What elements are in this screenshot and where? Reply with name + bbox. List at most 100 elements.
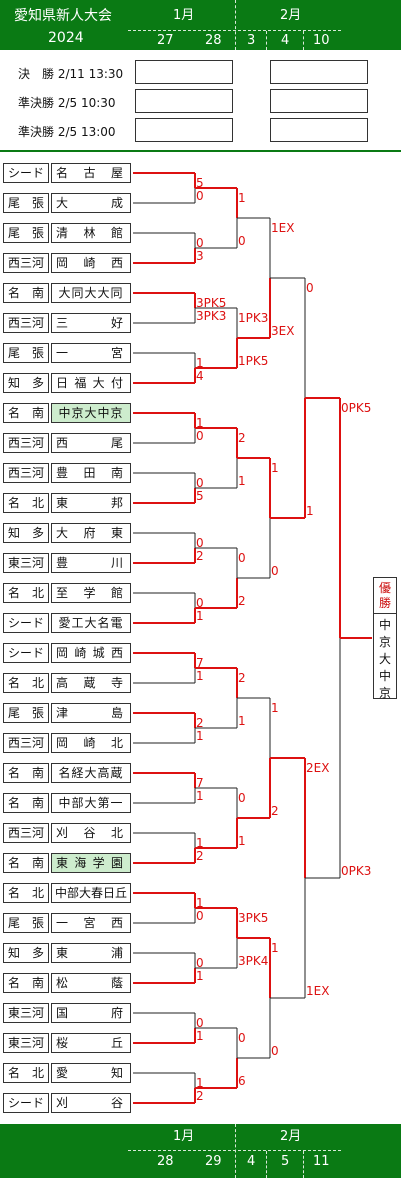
team-prefecture: 西三河 bbox=[3, 733, 49, 753]
score-label: 1 bbox=[196, 789, 204, 803]
team-name: 豊田南 bbox=[51, 463, 131, 483]
score-label: 2 bbox=[196, 549, 204, 563]
footer-bar: 1月 2月 28 29 4 5 11 bbox=[0, 1124, 401, 1178]
team-prefecture: シード bbox=[3, 643, 49, 663]
team-name: 中部大春日丘 bbox=[51, 883, 131, 903]
team-name: 刈谷 bbox=[51, 1093, 131, 1113]
score-label: 1 bbox=[238, 191, 246, 205]
month-jan: 1月 bbox=[173, 1129, 195, 1144]
team-name: 津島 bbox=[51, 703, 131, 723]
team-name: 大同大大同 bbox=[51, 283, 131, 303]
score-label: 2EX bbox=[306, 761, 329, 775]
team-prefecture: 東三河 bbox=[3, 1003, 49, 1023]
score-label: 1 bbox=[238, 834, 246, 848]
team-prefecture: シード bbox=[3, 163, 49, 183]
score-label: 1PK3 bbox=[238, 311, 268, 325]
score-label: 1 bbox=[196, 416, 204, 430]
team-prefecture: 西三河 bbox=[3, 313, 49, 333]
team-name: 刈谷北 bbox=[51, 823, 131, 843]
score-label: 2 bbox=[238, 594, 246, 608]
score-label: 1 bbox=[196, 969, 204, 983]
team-prefecture: 名 北 bbox=[3, 493, 49, 513]
score-label: 6 bbox=[238, 1074, 246, 1088]
team-name: 高蔵寺 bbox=[51, 673, 131, 693]
score-label: 1EX bbox=[271, 221, 294, 235]
separator bbox=[0, 150, 401, 152]
score-label: 2 bbox=[238, 671, 246, 685]
score-label: 0 bbox=[196, 236, 204, 250]
team-prefecture: 名 南 bbox=[3, 793, 49, 813]
score-label: 1 bbox=[238, 474, 246, 488]
team-prefecture: 名 南 bbox=[3, 973, 49, 993]
score-label: 5 bbox=[196, 176, 204, 190]
schedule-semifinal-2: 準決勝 2/5 13:00 bbox=[18, 125, 116, 139]
team-prefecture: 尾 張 bbox=[3, 703, 49, 723]
score-label: 0 bbox=[196, 429, 204, 443]
team-name: 三好 bbox=[51, 313, 131, 333]
team-prefecture: 知 多 bbox=[3, 373, 49, 393]
team-prefecture: 東三河 bbox=[3, 553, 49, 573]
team-name: 松蔭 bbox=[51, 973, 131, 993]
score-label: 1 bbox=[196, 896, 204, 910]
team-name: 国府 bbox=[51, 1003, 131, 1023]
team-prefecture: 名 南 bbox=[3, 853, 49, 873]
team-prefecture: 名 北 bbox=[3, 583, 49, 603]
team-name: 岡崎北 bbox=[51, 733, 131, 753]
score-label: 1 bbox=[196, 836, 204, 850]
team-name: 東海学園 bbox=[51, 853, 131, 873]
score-label: 1 bbox=[238, 714, 246, 728]
score-label: 1 bbox=[196, 669, 204, 683]
score-label: 1 bbox=[196, 609, 204, 623]
team-name: 東浦 bbox=[51, 943, 131, 963]
champion-name: 中京大中京 bbox=[378, 618, 391, 700]
team-name: 豊川 bbox=[51, 553, 131, 573]
year-label: 2024 bbox=[48, 30, 84, 46]
score-label: 0 bbox=[196, 1016, 204, 1030]
team-prefecture: 尾 張 bbox=[3, 223, 49, 243]
schedule-final: 決 勝 2/11 13:30 bbox=[18, 67, 124, 81]
score-label: 3PK4 bbox=[238, 954, 268, 968]
schedule-semifinal-1: 準決勝 2/5 10:30 bbox=[18, 96, 116, 110]
month-feb: 2月 bbox=[280, 1129, 302, 1144]
date-label: 3 bbox=[247, 33, 256, 48]
team-name: 名古屋 bbox=[51, 163, 131, 183]
score-label: 0 bbox=[271, 564, 279, 578]
score-label: 3PK5 bbox=[238, 911, 268, 925]
score-box bbox=[270, 60, 368, 84]
date-label: 4 bbox=[281, 33, 290, 48]
date-label: 29 bbox=[205, 1154, 222, 1169]
score-label: 1 bbox=[196, 1076, 204, 1090]
score-label: 3 bbox=[196, 249, 204, 263]
score-label: 2 bbox=[238, 431, 246, 445]
score-label: 0 bbox=[196, 909, 204, 923]
team-prefecture: 尾 張 bbox=[3, 343, 49, 363]
team-prefecture: シード bbox=[3, 1093, 49, 1113]
score-label: 0 bbox=[196, 476, 204, 490]
score-label: 4 bbox=[196, 369, 204, 383]
score-label: 2 bbox=[271, 804, 279, 818]
date-label: 10 bbox=[313, 33, 330, 48]
score-box bbox=[270, 89, 368, 113]
team-prefecture: 尾 張 bbox=[3, 193, 49, 213]
date-label: 28 bbox=[205, 33, 222, 48]
team-prefecture: 西三河 bbox=[3, 823, 49, 843]
score-label: 0 bbox=[271, 1044, 279, 1058]
month-jan: 1月 bbox=[173, 8, 195, 23]
team-name: 清林館 bbox=[51, 223, 131, 243]
score-label: 0 bbox=[238, 1031, 246, 1045]
team-prefecture: 名 南 bbox=[3, 283, 49, 303]
month-feb: 2月 bbox=[280, 8, 302, 23]
header-bar: 愛知県新人大会 2024 1月 2月 27 28 3 4 10 bbox=[0, 0, 401, 50]
score-label: 0 bbox=[306, 281, 314, 295]
team-name: 一宮 bbox=[51, 343, 131, 363]
team-prefecture: 西三河 bbox=[3, 253, 49, 273]
team-name: 大成 bbox=[51, 193, 131, 213]
team-prefecture: 尾 張 bbox=[3, 913, 49, 933]
champion-label: 優勝 bbox=[374, 578, 396, 614]
team-name: 西尾 bbox=[51, 433, 131, 453]
team-name: 至学館 bbox=[51, 583, 131, 603]
score-label: 1 bbox=[196, 356, 204, 370]
team-name: 中京大中京 bbox=[51, 403, 131, 423]
team-name: 一宮西 bbox=[51, 913, 131, 933]
